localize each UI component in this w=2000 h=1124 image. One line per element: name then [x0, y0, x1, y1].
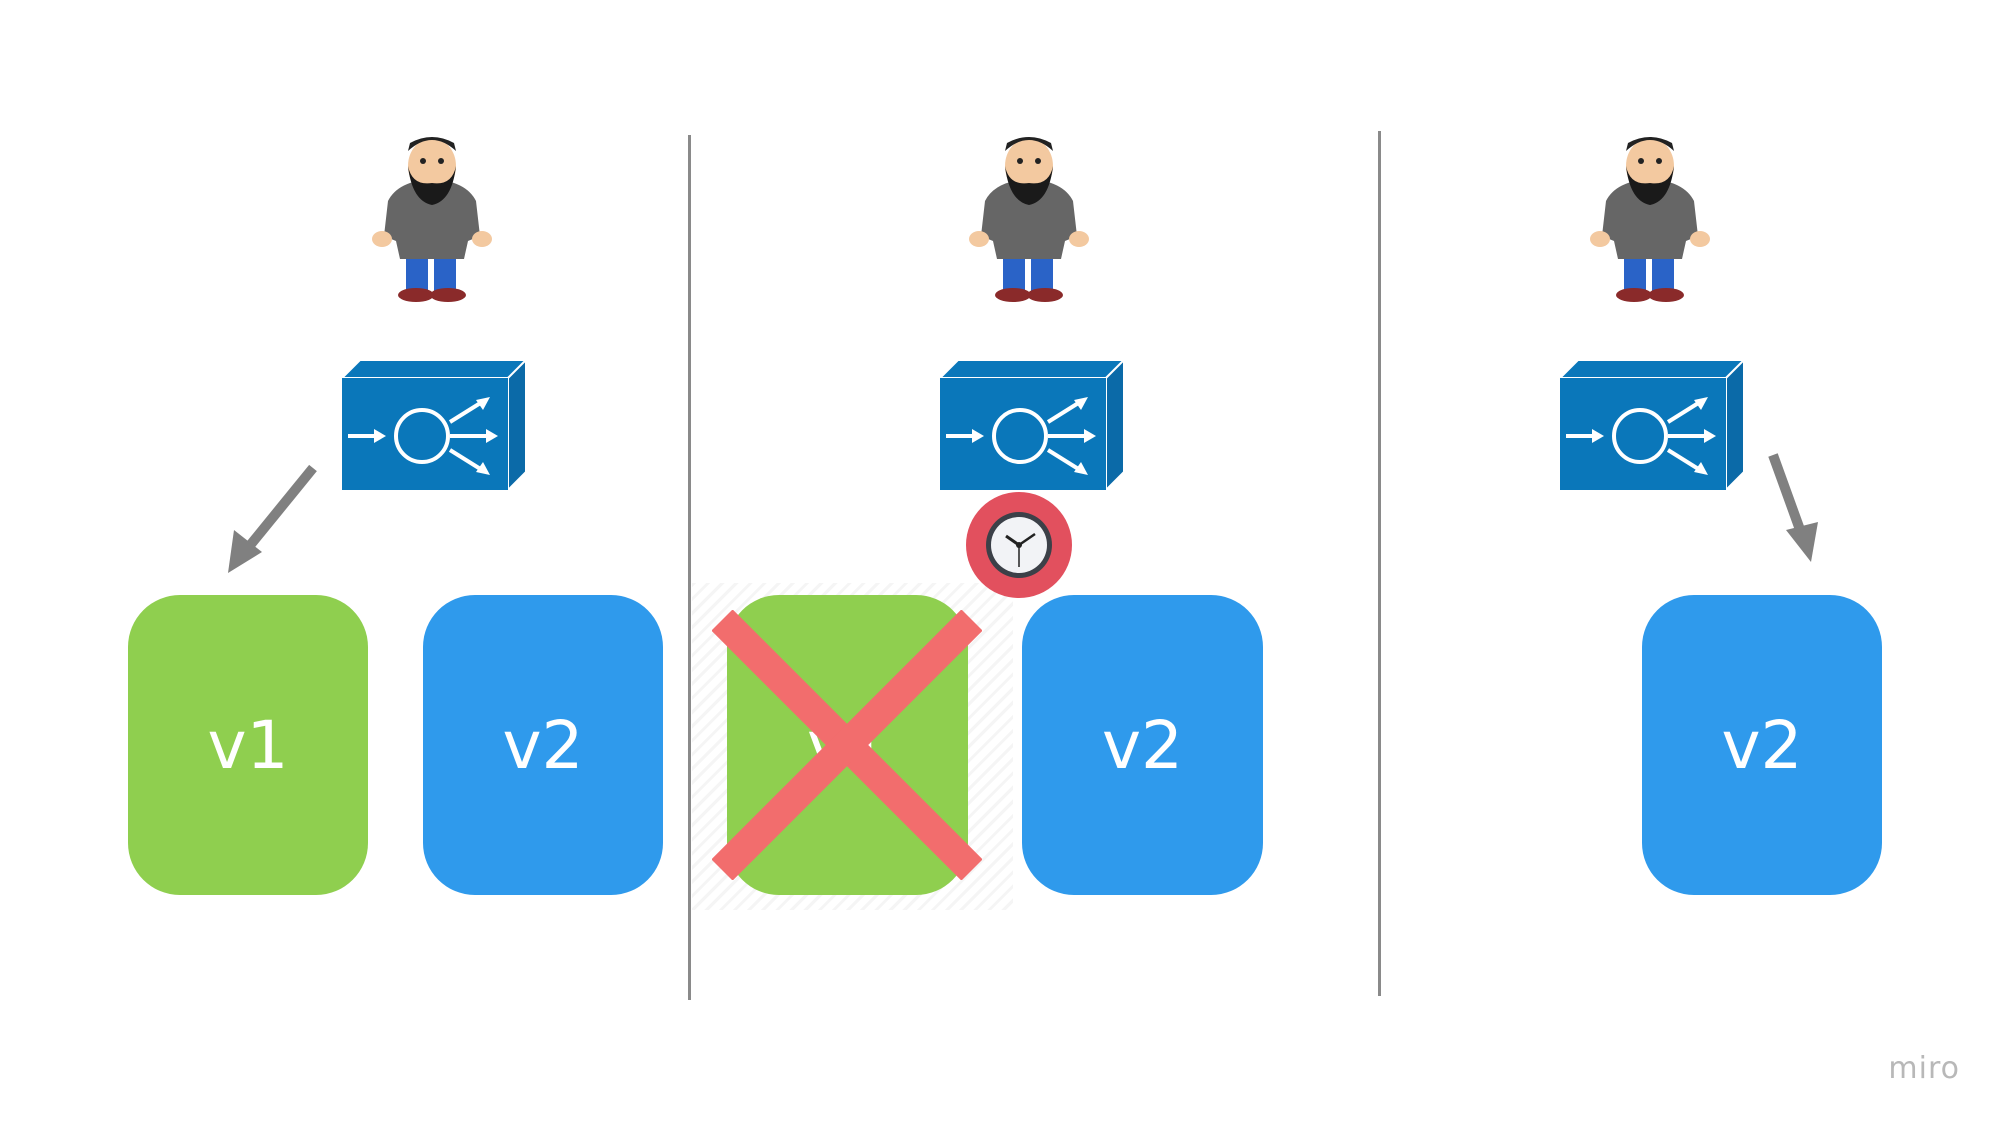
cross-out-icon — [712, 610, 982, 880]
clock-icon — [966, 492, 1072, 598]
version-box-v2: v2 — [1022, 595, 1263, 895]
version-label: v2 — [502, 706, 584, 784]
panel-divider-1 — [688, 135, 691, 1000]
version-label: v1 — [207, 706, 289, 784]
panel-divider-2 — [1378, 131, 1381, 996]
version-label: v2 — [1101, 706, 1184, 784]
version-label: v2 — [1721, 706, 1803, 784]
version-box-v1: v1 — [128, 595, 368, 895]
version-box-v2: v2 — [423, 595, 663, 895]
version-box-v2: v2 — [1642, 595, 1882, 895]
miro-watermark: miro — [1888, 1051, 1960, 1086]
